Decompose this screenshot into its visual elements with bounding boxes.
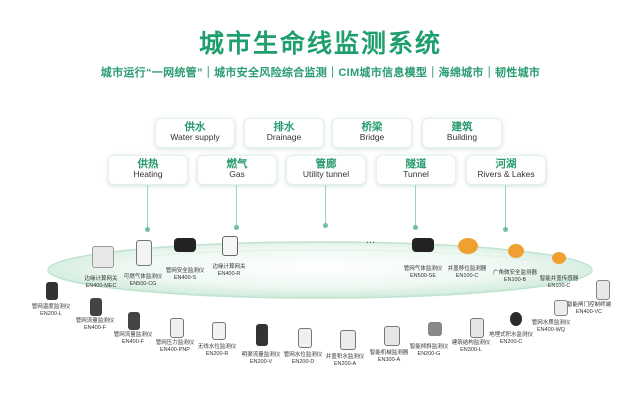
category-label-en: Utility tunnel xyxy=(302,169,350,180)
gas-detector-icon xyxy=(136,240,152,266)
category-label-en: Drainage xyxy=(266,132,302,143)
page-subtitle: 城市运行“一网统管”｜城市安全风险综合监测｜CIM城市信息模型｜海绵城市｜韧性城… xyxy=(100,67,541,79)
category-rivers-lakes[interactable]: 河湖 Rivers & Lakes xyxy=(466,155,546,185)
category-label-en: Heating xyxy=(133,169,163,180)
flow-meter-icon xyxy=(128,312,140,330)
category-label-zh: 供热 xyxy=(137,158,159,170)
category-label-en: Rivers & Lakes xyxy=(477,169,535,180)
category-bridge[interactable]: 桥梁 Bridge xyxy=(332,118,412,148)
level-icon xyxy=(298,328,312,348)
category-label-en: Building xyxy=(446,132,478,143)
gate-control-icon xyxy=(596,280,610,300)
gas-monitor-icon xyxy=(412,238,434,252)
category-label-zh: 排水 xyxy=(273,121,295,133)
category-label-en: Tunnel xyxy=(403,169,429,180)
category-label-zh: 供水 xyxy=(184,121,206,133)
connector-line xyxy=(503,185,508,232)
category-heating[interactable]: 供热 Heating xyxy=(108,155,188,185)
category-gas[interactable]: 燃气 Gas xyxy=(197,155,277,185)
pipe-monitor-icon xyxy=(174,238,196,252)
structure-icon xyxy=(470,318,484,338)
category-label-zh: 管廊 xyxy=(315,158,337,170)
category-label-zh: 隧道 xyxy=(405,158,427,170)
category-label-en: Gas xyxy=(229,169,245,180)
mechanical-icon xyxy=(384,326,400,346)
page-title: 城市生命线监测系统 xyxy=(198,30,442,58)
category-label-zh: 燃气 xyxy=(226,158,248,170)
category-label-zh: 桥梁 xyxy=(361,121,383,133)
pressure-icon xyxy=(170,318,184,338)
category-utility-tunnel[interactable]: 管廊 Utility tunnel xyxy=(286,155,366,185)
platform-ellipse xyxy=(47,241,593,299)
more-indicator: ... xyxy=(366,234,376,246)
category-drainage[interactable]: 排水 Drainage xyxy=(244,118,324,148)
manhole-icon xyxy=(458,238,478,254)
channel-flow-icon xyxy=(256,324,268,346)
category-label-zh: 建筑 xyxy=(451,121,473,133)
category-label-en: Water supply xyxy=(170,132,220,143)
connector-line xyxy=(323,185,328,228)
tilt-icon xyxy=(428,322,442,336)
water-quality-icon xyxy=(554,300,568,316)
connector-line xyxy=(234,185,239,230)
connector-line xyxy=(413,185,418,230)
category-tunnel[interactable]: 隧道 Tunnel xyxy=(376,155,456,185)
water-level-icon xyxy=(212,322,226,340)
connector-line xyxy=(145,185,150,232)
flow-meter-icon xyxy=(90,298,102,316)
manhole-sensor-icon xyxy=(552,252,566,264)
temperature-icon xyxy=(46,282,58,300)
wide-angle-icon xyxy=(508,244,524,258)
manhole-water-icon xyxy=(340,330,356,350)
category-building[interactable]: 建筑 Building xyxy=(422,118,502,148)
category-label-en: Bridge xyxy=(359,132,385,143)
gateway-icon xyxy=(92,246,114,268)
category-water-supply[interactable]: 供水 Water supply xyxy=(155,118,235,148)
gateway-icon xyxy=(222,236,238,256)
water-level-icon xyxy=(510,312,522,326)
category-label-zh: 河湖 xyxy=(495,158,517,170)
